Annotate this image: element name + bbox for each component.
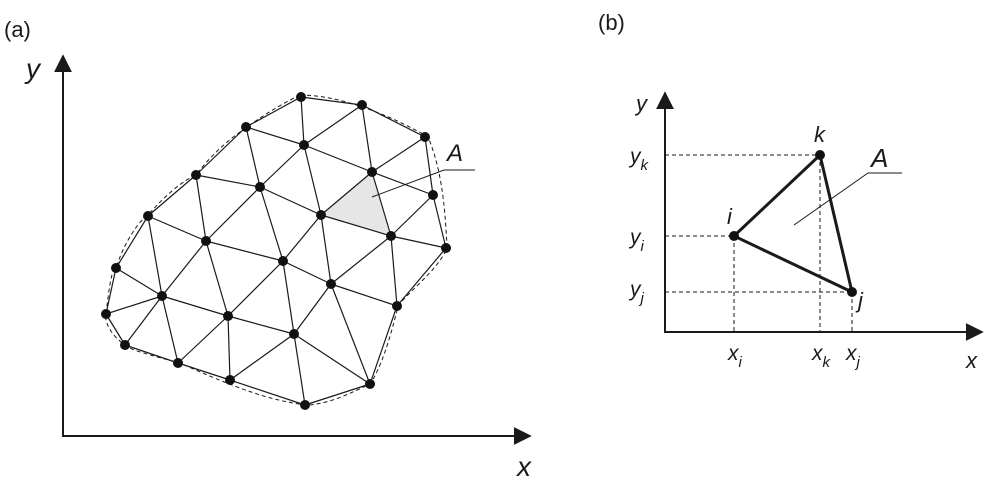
panel-b-element-label: A bbox=[869, 143, 888, 173]
panel-a-y-axis-label: y bbox=[24, 53, 42, 84]
mesh-node bbox=[173, 358, 183, 368]
mesh-node bbox=[101, 309, 111, 319]
mesh-node bbox=[441, 243, 451, 253]
mesh-node bbox=[157, 291, 167, 301]
mesh-node bbox=[300, 400, 310, 410]
mesh-node bbox=[191, 170, 201, 180]
mesh-node bbox=[420, 132, 430, 142]
mesh-node bbox=[255, 182, 265, 192]
projection-lines bbox=[665, 154, 853, 332]
mesh-node bbox=[365, 379, 375, 389]
node-k bbox=[815, 150, 825, 160]
mesh-node bbox=[225, 375, 235, 385]
mesh-node bbox=[299, 140, 309, 150]
mesh-node bbox=[367, 167, 377, 177]
panel-a-x-axis-label: x bbox=[515, 451, 532, 482]
panel-b-x-axis-label: x bbox=[965, 348, 978, 373]
mesh-node bbox=[326, 279, 336, 289]
mesh-node bbox=[289, 329, 299, 339]
x-tick-k: xk bbox=[811, 342, 832, 371]
triangle-element bbox=[731, 152, 855, 295]
mesh-node bbox=[111, 263, 121, 273]
mesh-node bbox=[143, 211, 153, 221]
node-k-label: k bbox=[814, 122, 826, 147]
mesh-node bbox=[223, 311, 233, 321]
node-i-label: i bbox=[727, 204, 733, 229]
x-tick-j: xj bbox=[845, 342, 861, 371]
mesh-node bbox=[392, 301, 402, 311]
y-tick-j: yj bbox=[628, 278, 645, 307]
panel-b-y-axis-label: y bbox=[634, 91, 649, 116]
domain-boundary bbox=[105, 94, 448, 406]
mesh-node bbox=[278, 256, 288, 266]
mesh-node bbox=[201, 236, 211, 246]
x-tick-i: xi bbox=[727, 342, 743, 371]
y-tick-i: yi bbox=[628, 226, 645, 255]
mesh-node bbox=[428, 190, 438, 200]
panel-b: (b) y x i k j A yk yi bbox=[598, 10, 984, 373]
highlighted-element-a bbox=[321, 172, 391, 236]
panel-a-element-label: A bbox=[445, 140, 463, 167]
panel-a-label: (a) bbox=[4, 17, 31, 42]
mesh-node bbox=[120, 340, 130, 350]
mesh-node bbox=[357, 100, 367, 110]
node-j bbox=[847, 287, 857, 297]
node-i bbox=[729, 231, 739, 241]
mesh-edges bbox=[105, 96, 447, 406]
mesh-node bbox=[316, 210, 326, 220]
panel-b-leader-line bbox=[793, 172, 902, 226]
mesh-node bbox=[386, 231, 396, 241]
mesh-node bbox=[241, 122, 251, 132]
panel-a: (a) y x bbox=[4, 17, 532, 482]
panel-b-label: (b) bbox=[598, 10, 625, 35]
mesh-nodes bbox=[101, 92, 451, 410]
panel-a-leader-line bbox=[371, 169, 475, 198]
y-tick-k: yk bbox=[628, 145, 650, 174]
node-j-label: j bbox=[855, 288, 864, 313]
mesh-node bbox=[296, 92, 306, 102]
